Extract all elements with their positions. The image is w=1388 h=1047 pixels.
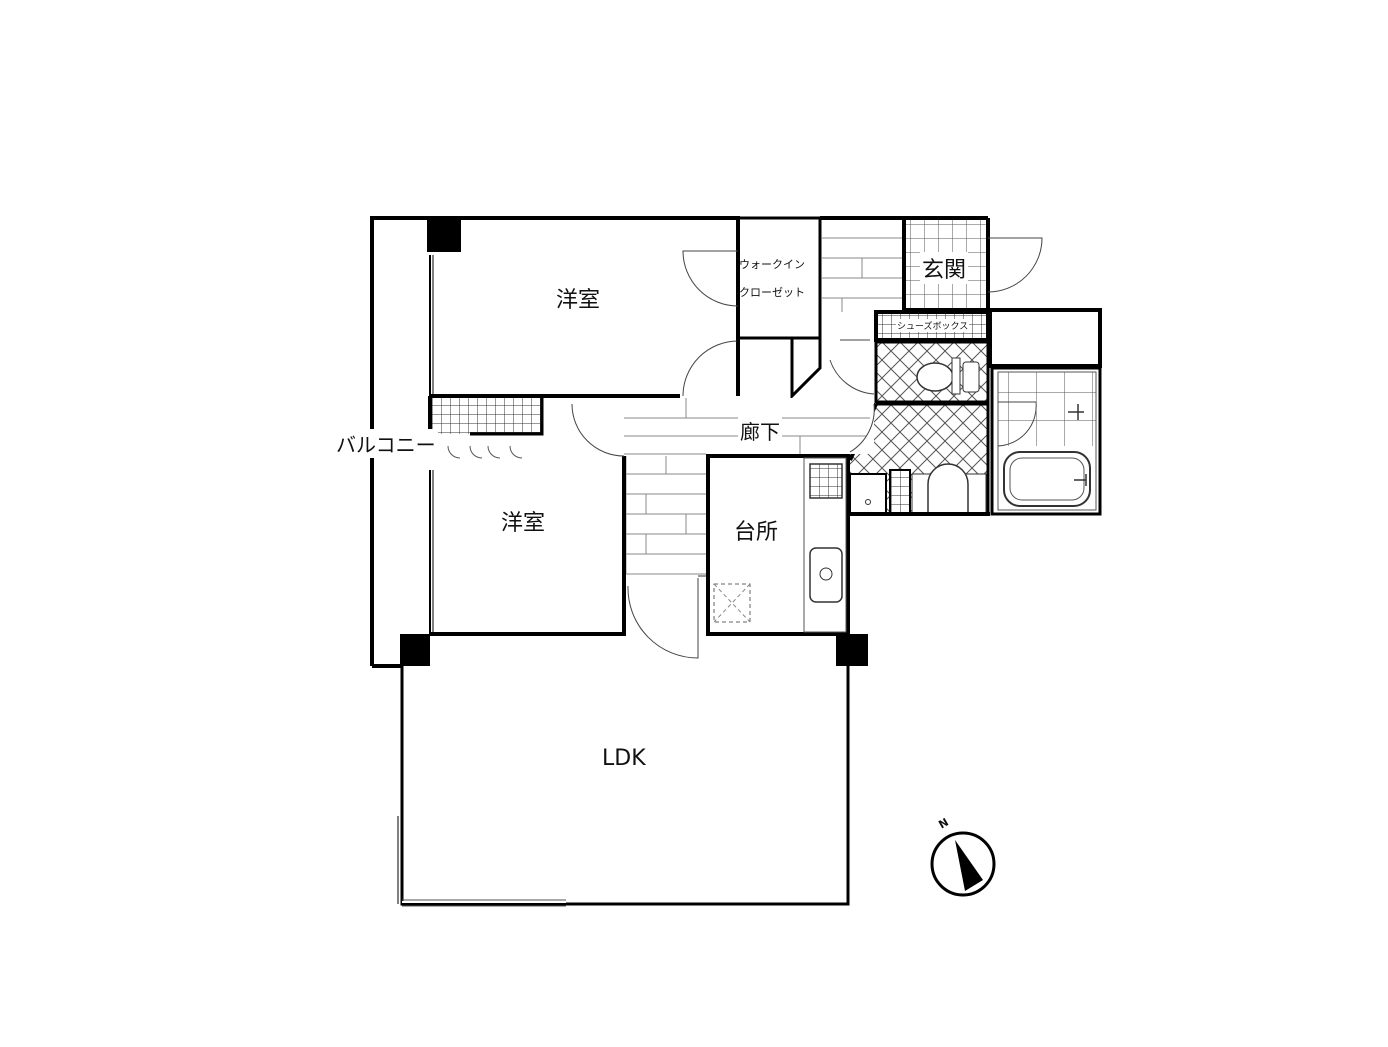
room-label-walk-in-closet-2: クローゼット	[739, 286, 805, 299]
kitchen	[706, 454, 850, 636]
stove-icon	[809, 463, 843, 499]
room-label-entrance: 玄関	[920, 252, 969, 284]
western-room-2	[428, 396, 626, 636]
room-label-hallway: 廊下	[738, 416, 782, 445]
storage-closet	[988, 308, 1102, 368]
room-label-balcony: バルコニー	[334, 429, 438, 458]
ldk	[397, 634, 868, 907]
toilet-icon	[916, 362, 954, 392]
bathtub-icon	[1003, 451, 1091, 507]
room-label-western-1: 洋室	[556, 288, 601, 313]
washroom	[848, 402, 990, 516]
balcony	[370, 216, 430, 668]
room-label-western-2: 洋室	[501, 511, 546, 536]
room-label-walk-in-closet-1: ウォークイン	[739, 258, 805, 271]
sink-icon	[809, 547, 843, 603]
room-label-kitchen: 台所	[734, 520, 779, 545]
washbasin-icon	[927, 463, 969, 514]
room-label-ldk: LDK	[602, 746, 646, 771]
fridge-space-icon	[713, 583, 751, 623]
bathroom	[990, 366, 1102, 516]
north-arrow-icon	[930, 831, 996, 897]
room-label-shoe-box: シューズボックス	[896, 319, 970, 332]
corridor	[625, 456, 706, 659]
walk-in-closet	[736, 216, 822, 400]
toilet-room	[874, 340, 990, 404]
